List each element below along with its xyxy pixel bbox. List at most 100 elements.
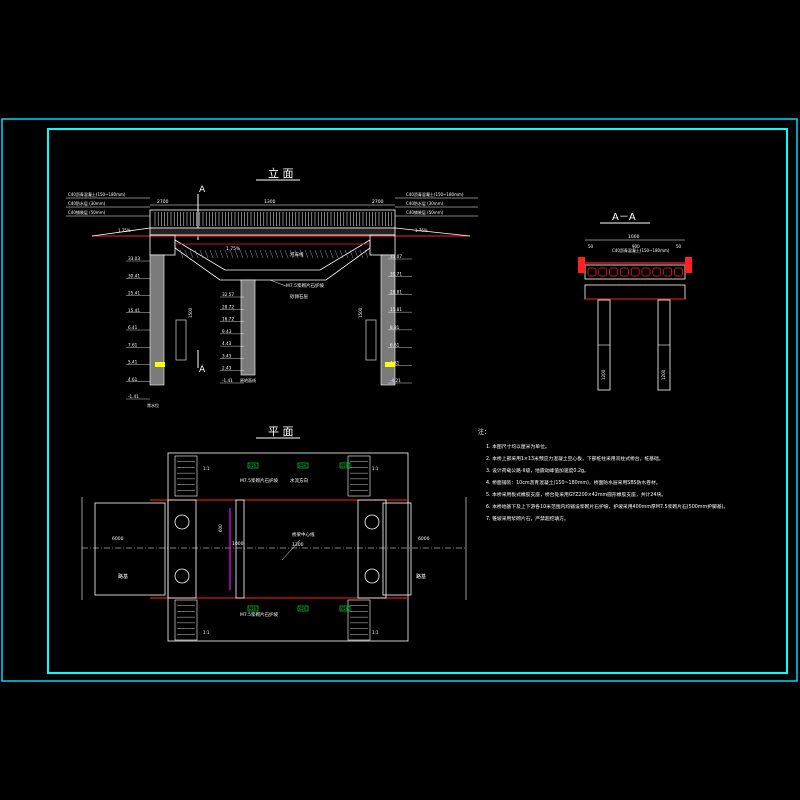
- abutment-left-cap: [149, 234, 176, 256]
- water-mark-right: [385, 362, 395, 367]
- pile-mid: [240, 279, 256, 376]
- note-item-2: 3. 设计荷载公路-II级，地震动峰值加速度0.2g。: [486, 467, 589, 474]
- pile-length-right: 1500: [358, 307, 363, 318]
- elev_right_levels-level-2: 28.81: [390, 289, 402, 294]
- abutment-right-cap: [369, 234, 396, 256]
- elev_mid_levels-level-6: 2.43: [222, 366, 232, 371]
- elev_right_levels-level-4: 8.81: [390, 325, 400, 330]
- plan-pile-right-top: [364, 514, 380, 530]
- callout-right-2: C40防水层 (30mm): [406, 200, 444, 206]
- section-right-rail: [685, 257, 692, 273]
- green-tag-0: C25: [249, 464, 256, 468]
- elev_mid_levels-level-2: 16.72: [222, 317, 234, 322]
- slab-void: [620, 267, 629, 277]
- green-tag-5: C25: [341, 607, 348, 611]
- slab-void: [587, 267, 597, 277]
- plan-outline: [167, 452, 409, 642]
- green-tag-2: C25: [341, 464, 348, 468]
- section-width-label: 1000: [628, 234, 640, 240]
- slab-void: [641, 267, 651, 277]
- notes-heading: 注：: [478, 428, 490, 436]
- water-mark-left: [155, 362, 165, 367]
- section-sub-label: C40沥青混凝土(150~180mm): [612, 247, 670, 253]
- plan-pile-left-top: [174, 514, 190, 530]
- span-total-dim: 1300: [264, 199, 276, 205]
- plan-right-label: 路基: [416, 573, 426, 580]
- elev_left_levels-level-3: 15.41: [128, 308, 140, 313]
- bridge-deck: [149, 227, 396, 236]
- railing-posts: [154, 212, 393, 226]
- section-mark-top: A: [199, 185, 206, 195]
- hatch-line: [259, 249, 264, 259]
- plan-top-label: M7.5浆砌片石护坡: [240, 477, 279, 484]
- section-pile-length-left: 1200: [601, 369, 606, 380]
- hatch-line: [359, 249, 364, 259]
- plan-flow-label: 水流方向: [290, 477, 308, 484]
- elev_right_levels-level-5: 6.61: [390, 343, 400, 348]
- hatch-line: [349, 249, 354, 259]
- elevation-callouts-left: C40沥青混凝土(150~180mm) C40防水层 (30mm) C40铺装层…: [66, 191, 150, 217]
- hatch-line: [204, 249, 209, 259]
- wingwall: [174, 455, 198, 497]
- riverbed-slope-protection: [174, 239, 371, 281]
- green-tag-box: [247, 605, 259, 612]
- plan-axis-len: 1300: [292, 542, 304, 548]
- section-title: A－A: [612, 212, 636, 223]
- wingwall: [174, 599, 198, 641]
- wingwall: [347, 455, 371, 497]
- pile-left: [149, 254, 165, 386]
- water-label: 常水位: [147, 402, 159, 408]
- elev_left_levels-level-2: 25.41: [128, 291, 140, 296]
- outer-frame: [1, 118, 798, 682]
- section-pile-length-right: 1200: [661, 369, 666, 380]
- green-tag-box: [339, 605, 351, 612]
- note-item-5: 6. 本桥地基下及上下游各10米范围内均铺设浆砌片石护坡，护坡采用400mm厚M…: [486, 503, 728, 510]
- plan-abutment-left: [167, 499, 197, 599]
- grade-label: 1.75%: [118, 228, 131, 233]
- hatch-line: [229, 249, 234, 259]
- slope-ratio-0: 1:1: [203, 466, 210, 471]
- plan-axis-label: 桥梁中心线: [292, 531, 315, 538]
- hatch-line: [269, 249, 274, 259]
- hatch-line: [239, 249, 244, 259]
- callout-left-3: C40铺装层 (50mm): [68, 209, 106, 215]
- section-mark-bottom: A: [199, 365, 206, 375]
- pile-right: [380, 254, 396, 386]
- hatch-line: [244, 249, 249, 259]
- hatch-line: [329, 249, 334, 259]
- river-bed-label: 河床线: [290, 251, 304, 258]
- wingwall: [347, 599, 371, 641]
- hatch-line: [279, 249, 284, 259]
- slab-void: [674, 267, 683, 277]
- hatch-line: [284, 249, 289, 259]
- hatch-line: [364, 249, 369, 259]
- section-slab: [584, 264, 686, 280]
- note-item-3: 4. 桥面铺装：10cm沥青混凝土(150~180mm)，桥面防水层采用SBS防…: [486, 479, 661, 486]
- elev_mid_levels-level-5: 3.43: [222, 353, 232, 358]
- elev_left_levels-level-1: 30.41: [128, 273, 140, 278]
- plan-width-dim: 1000: [232, 541, 244, 547]
- road-right: [394, 227, 471, 237]
- hatch-line: [274, 249, 279, 259]
- callout-right-1: C40沥青混凝土(150~180mm): [406, 191, 464, 197]
- hatch-line: [214, 249, 219, 259]
- note-item-6: 7. 锥坡采用浆砌片石，严禁超挖填方。: [486, 515, 569, 522]
- elev_mid_levels-level-0: 32.57: [222, 292, 234, 297]
- hatch-line: [219, 249, 224, 259]
- callout-left-1: C40沥青混凝土(150~180mm): [68, 191, 126, 197]
- section-left-rail: [578, 257, 585, 273]
- plan-right-dim: 6000: [418, 536, 430, 542]
- elev_left_levels-level-5: 7.61: [128, 342, 138, 347]
- section-parts-3: 50: [676, 244, 682, 249]
- grade-label-right: 1.75%: [415, 228, 428, 233]
- slope-sub-label: 砂卵石层: [290, 293, 308, 300]
- grade-center-label: 1.75%: [226, 246, 241, 252]
- plan-axis-leader: [281, 539, 301, 561]
- notes-items: 1. 本图尺寸均以厘米为单位。2. 本桥上部采用1×13米预应力混凝土空心板，下…: [486, 443, 728, 522]
- hatch-line: [354, 249, 359, 259]
- elev_left_levels-level-4: 6.41: [128, 325, 138, 330]
- elev_mid_levels-level-7: -1.41: [222, 378, 233, 383]
- hatch-line: [184, 249, 189, 259]
